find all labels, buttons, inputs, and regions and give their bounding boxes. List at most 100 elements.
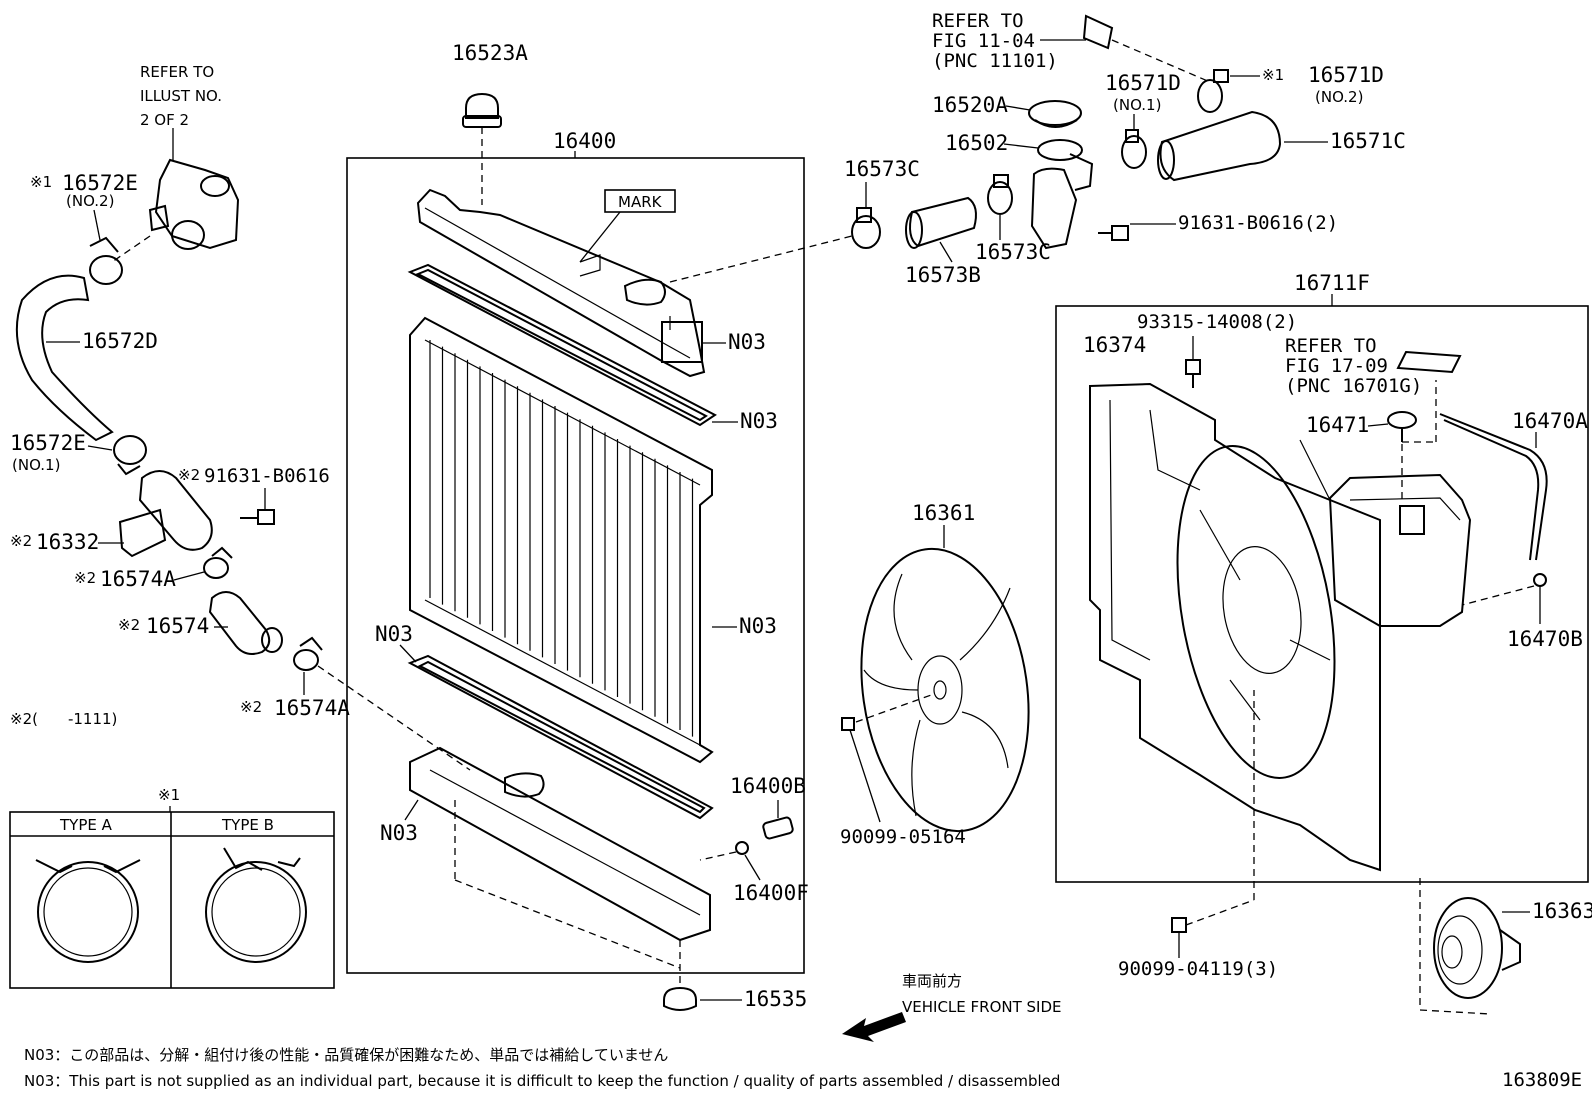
clamp-16573C-top: [851, 207, 881, 249]
bolt-93315: [1185, 359, 1201, 388]
ref-fig1104-l2: FIG 11-04: [932, 30, 1035, 52]
ref-fig1709-l1: REFER TO: [1285, 335, 1377, 357]
label-93315: 93315-14008(2): [1137, 311, 1297, 333]
label-16572E-no2: 16572E: [62, 171, 138, 195]
pipe-ref-fig-11-04: [1082, 14, 1211, 83]
label-16363: 16363: [1532, 899, 1592, 923]
clip-16470B: [1461, 573, 1547, 606]
type-b-label: TYPE B: [221, 816, 274, 834]
front-jp: 車両前方: [902, 972, 962, 990]
bushing-16535: [663, 940, 697, 1011]
cap-16471: [1387, 380, 1437, 500]
label-16520A: 16520A: [932, 93, 1008, 117]
label-mark2-91631: ※2: [178, 466, 200, 484]
label-90099-05164: 90099-05164: [840, 826, 966, 848]
label-16574A-b: 16574A: [274, 696, 350, 720]
ref-illust-l2: ILLUST NO.: [140, 87, 222, 105]
clamp-16573C-low: [987, 174, 1013, 215]
label-mark2-16332: ※2: [10, 532, 32, 550]
figure-id: 163809E: [1502, 1069, 1582, 1091]
label-16400F: 16400F: [733, 881, 809, 905]
label-n03-3: N03: [739, 614, 777, 638]
cap-16520A: [1028, 100, 1082, 128]
label-plate: [1396, 350, 1462, 374]
water-outlet-housing: [111, 158, 240, 263]
label-n03-1: N03: [728, 330, 766, 354]
label-16573C-top: 16573C: [844, 157, 920, 181]
label-16571C: 16571C: [1330, 129, 1406, 153]
label-16332: 16332: [36, 530, 99, 554]
shroud-16711F: [1089, 382, 1381, 872]
mark-box: [604, 189, 676, 213]
ref-fig1104-l1: REFER TO: [932, 10, 1024, 32]
label-mark2-16574A-b: ※2: [240, 698, 262, 716]
clamp-type-b: [205, 847, 307, 963]
label-16571D-no2-sub: (NO.2): [1315, 88, 1363, 106]
label-90099-04119: 90099-04119(3): [1118, 958, 1278, 980]
fan-16361: [860, 547, 1030, 833]
label-16572E-no1-sub: (NO.1): [12, 456, 60, 474]
radiator-cap-16523A: [462, 92, 502, 205]
label-16571D-no1-sub: (NO.1): [1113, 96, 1161, 114]
label-16571D-no1: 16571D: [1105, 71, 1181, 95]
label-16523A: 16523A: [452, 41, 528, 65]
ref-fig1104-l3: (PNC 11101): [932, 50, 1058, 72]
ref-illust-l3: 2 OF 2: [140, 111, 189, 129]
label-16572E-no1: 16572E: [10, 431, 86, 455]
radiator-lower-tank: [409, 746, 711, 969]
drain-plug-16400B: [699, 816, 794, 861]
upper-gasket: [407, 263, 717, 427]
label-n03-5: N03: [380, 821, 418, 845]
label-n03-4: N03: [375, 622, 413, 646]
pipe-16332: [118, 470, 213, 558]
bolt-90099-04119: [1171, 690, 1255, 933]
label-mark2-16574A-a: ※2: [74, 569, 96, 587]
label-16400B: 16400B: [730, 774, 806, 798]
bolt-91631-B0616: [240, 509, 275, 525]
label-16573B: 16573B: [905, 263, 981, 287]
label-mark1-16572E: ※1: [30, 173, 52, 191]
hose-16574: [208, 591, 283, 655]
label-mark1-16571D: ※1: [1262, 66, 1284, 84]
ref-fig1709-l2: FIG 17-09: [1285, 355, 1388, 377]
reservoir-tank: [1328, 473, 1472, 627]
note-en: N03：This part is not supplied as an indi…: [24, 1072, 1060, 1090]
label-16572E-no2-sub: (NO.2): [66, 192, 114, 210]
label-16574: 16574: [146, 614, 209, 638]
label-mark: MARK: [618, 193, 663, 211]
label-16470A: 16470A: [1512, 409, 1588, 433]
clamp-16574A-b: [293, 636, 471, 771]
clamp-16571D-no2: [1197, 69, 1229, 113]
type-table: [9, 811, 335, 989]
clamp-16572E-no1: [113, 435, 147, 476]
bolt-91631-B0616-2: [1098, 225, 1129, 241]
ref-fig1709-l3: (PNC 16701G): [1285, 375, 1422, 397]
label-16535: 16535: [744, 987, 807, 1011]
hose-16573B: [905, 196, 977, 249]
label-16361: 16361: [912, 501, 975, 525]
label-16711F: 16711F: [1294, 271, 1370, 295]
label-16572D: 16572D: [82, 329, 158, 353]
front-arrow-icon: [842, 1012, 906, 1042]
lower-gasket: [407, 654, 714, 820]
type-a-label: TYPE A: [59, 816, 113, 834]
label-16502: 16502: [945, 131, 1008, 155]
clamp-16574A-a: [203, 546, 233, 579]
radiator-group-box: [346, 157, 805, 974]
radiator-core: [409, 316, 714, 764]
label-16400: 16400: [553, 129, 616, 153]
label-16470B: 16470B: [1507, 627, 1583, 651]
radiator-upper-tank: [416, 188, 706, 378]
nut-90099-05164: [841, 693, 935, 731]
label-16573C-low: 16573C: [975, 240, 1051, 264]
hose-16470A: [1439, 413, 1548, 561]
clamp-16572E-no2: [89, 236, 123, 285]
label-16571D-no2: 16571D: [1308, 63, 1384, 87]
fan-shroud-group-box: [1055, 305, 1589, 883]
front-en: VEHICLE FRONT SIDE: [902, 998, 1062, 1016]
label-91631-B0616-2: 91631-B0616(2): [1178, 212, 1338, 234]
label-16574A-a: 16574A: [100, 567, 176, 591]
clamp-16571D-no1: [1121, 129, 1147, 169]
note-jp: N03：この部品は、分解・組付け後の性能・品質確保が困難なため、単品では補給して…: [24, 1046, 668, 1064]
